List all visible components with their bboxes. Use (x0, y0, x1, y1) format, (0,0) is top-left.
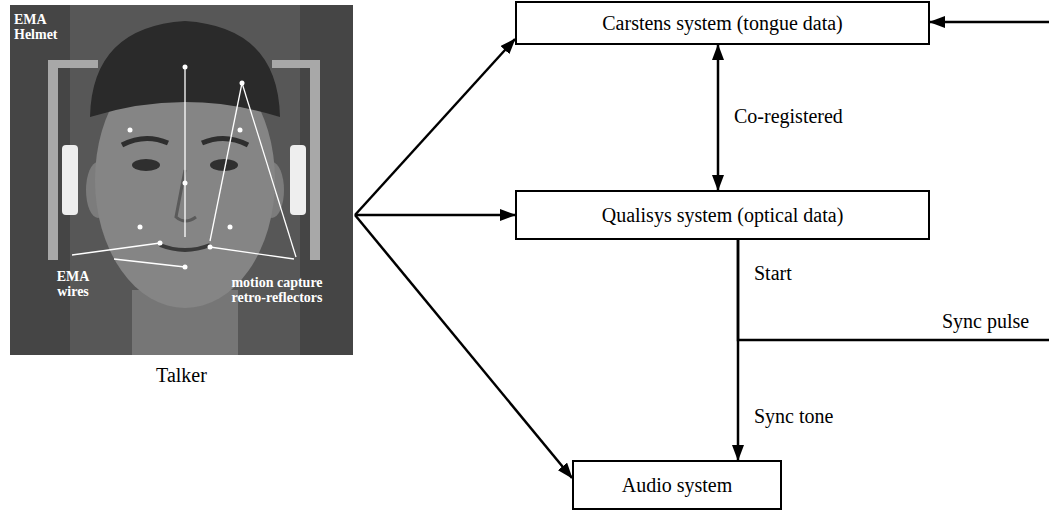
retro-reflector-dots (128, 65, 245, 270)
signal-label: Co-registered (732, 105, 845, 128)
process-box: Audio system (572, 460, 782, 510)
eyebrow (202, 138, 248, 145)
helmet-rod (48, 60, 58, 260)
helmet-rod (310, 60, 320, 260)
photo-label: EMA wires (48, 269, 98, 299)
signal-label: Start (752, 262, 794, 285)
signal-label: Sync tone (752, 405, 835, 428)
ema-wires (72, 67, 296, 267)
connector-arrow (738, 22, 1049, 340)
connector-arrow (355, 39, 515, 215)
connector-arrow (717, 45, 720, 190)
connector-arrow (355, 215, 572, 478)
photo-label: motion capture retro-reflectors (218, 275, 336, 305)
node-caption: Talker (156, 365, 207, 387)
talker-photo-node: EMA HelmetEMA wires motion capture retro-… (10, 5, 353, 355)
eyebrow (122, 138, 168, 145)
nose (176, 170, 196, 221)
photo-background (10, 5, 353, 355)
box-label: Qualisys system (optical data) (602, 204, 844, 227)
eye (132, 159, 160, 171)
signal-label: Sync pulse (940, 310, 1031, 333)
process-box: Carstens system (tongue data) (515, 1, 930, 45)
photo-label: EMA Helmet (14, 12, 72, 42)
helmet-sensor (290, 145, 306, 215)
process-box: Qualisys system (optical data) (515, 190, 930, 240)
mouth (160, 245, 210, 250)
connector-arrow (355, 214, 515, 217)
box-label: Carstens system (tongue data) (602, 12, 843, 35)
box-label: Audio system (622, 474, 733, 497)
helmet-sensor (62, 145, 78, 215)
